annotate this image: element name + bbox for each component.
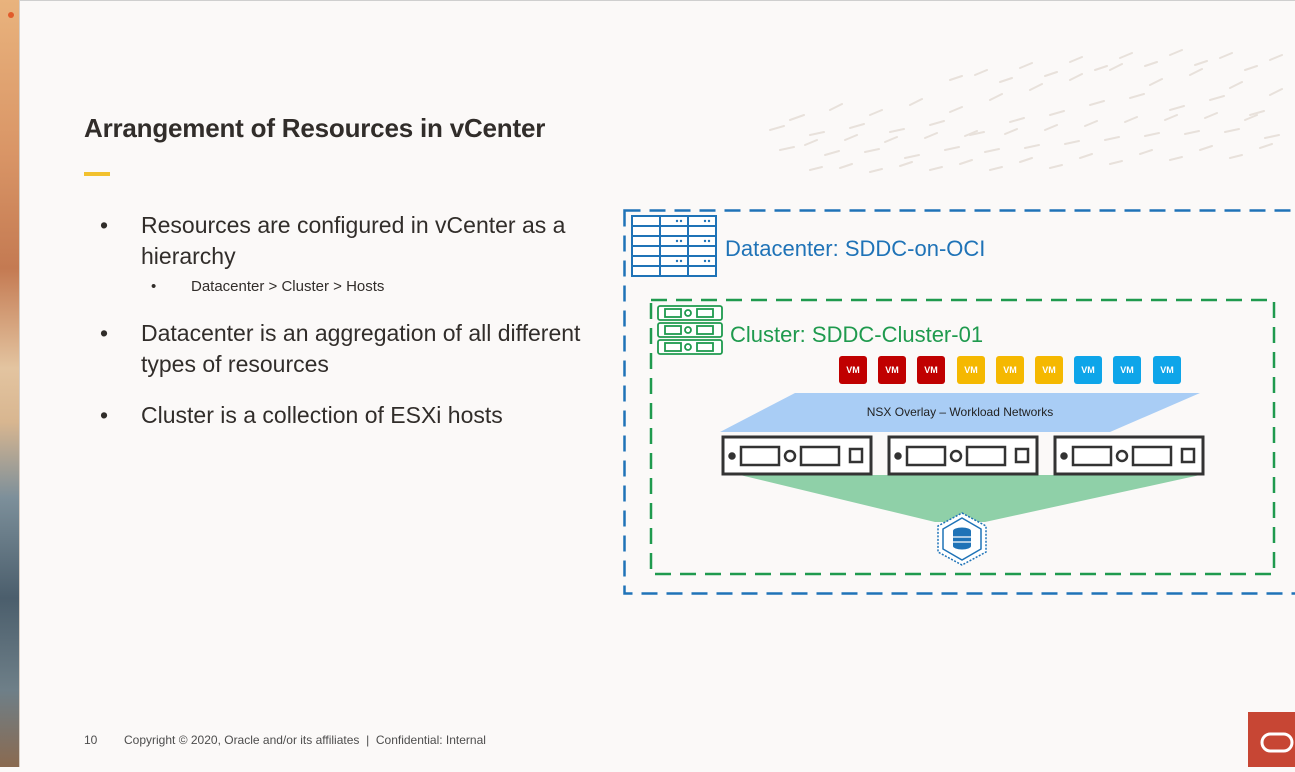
vm-badge-icon: VM	[1113, 356, 1141, 384]
vm-badge-icon: VM	[878, 356, 906, 384]
vm-badge-icon: VM	[1153, 356, 1181, 384]
datacenter-label: Datacenter: SDDC-on-OCI	[725, 236, 985, 262]
vm-badge-icon: VM	[996, 356, 1024, 384]
esxi-host-icon	[889, 437, 1037, 474]
page-number: 10	[84, 733, 124, 747]
vm-badge-icon: VM	[917, 356, 945, 384]
nsx-overlay-label: NSX Overlay – Workload Networks	[830, 405, 1090, 419]
esxi-host-icon	[723, 437, 871, 474]
esxi-host-icon	[1055, 437, 1203, 474]
cluster-label: Cluster: SDDC-Cluster-01	[730, 322, 983, 348]
copyright-text: Copyright © 2020, Oracle and/or its affi…	[124, 733, 486, 747]
oracle-logo-icon	[1248, 712, 1295, 767]
vm-badge-icon: VM	[839, 356, 867, 384]
vm-badge-icon: VM	[1035, 356, 1063, 384]
storage-fan	[740, 475, 1200, 522]
vm-badge-icon: VM	[1074, 356, 1102, 384]
vm-badge-icon: VM	[957, 356, 985, 384]
server-rack-icon	[632, 216, 716, 276]
cluster-host-icon	[658, 306, 722, 354]
